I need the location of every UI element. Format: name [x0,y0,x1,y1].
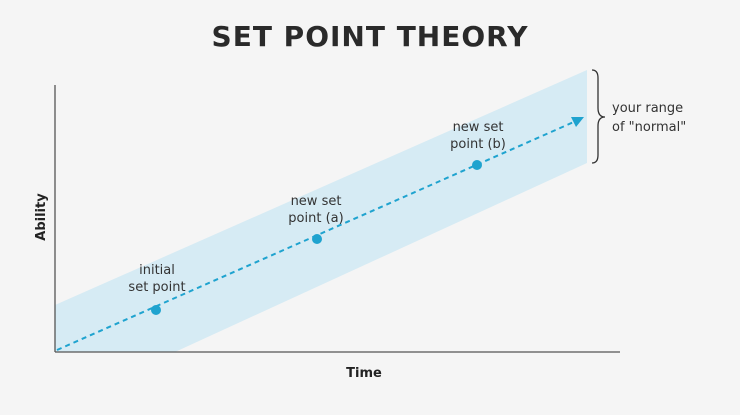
set-point-initial [151,305,161,315]
trend-arrowhead [571,117,584,127]
label-a-line2: point (a) [288,211,343,226]
diagram-title: SET POINT THEORY [212,20,529,53]
set-point-b [472,160,482,170]
label-b-line1: new set [453,120,504,135]
y-axis-label: Ability [34,193,49,241]
label-b-line2: point (b) [450,137,506,152]
range-brace [591,69,606,164]
label-a-line1: new set [291,194,342,209]
range-label-line2: of "normal" [612,120,686,135]
label-initial-line1: initial [139,263,175,278]
label-initial-line2: set point [128,280,185,295]
set-point-a [312,234,322,244]
x-axis-label: Time [346,366,382,381]
normal-range-band [55,70,587,352]
range-label-line1: your range [612,101,683,116]
